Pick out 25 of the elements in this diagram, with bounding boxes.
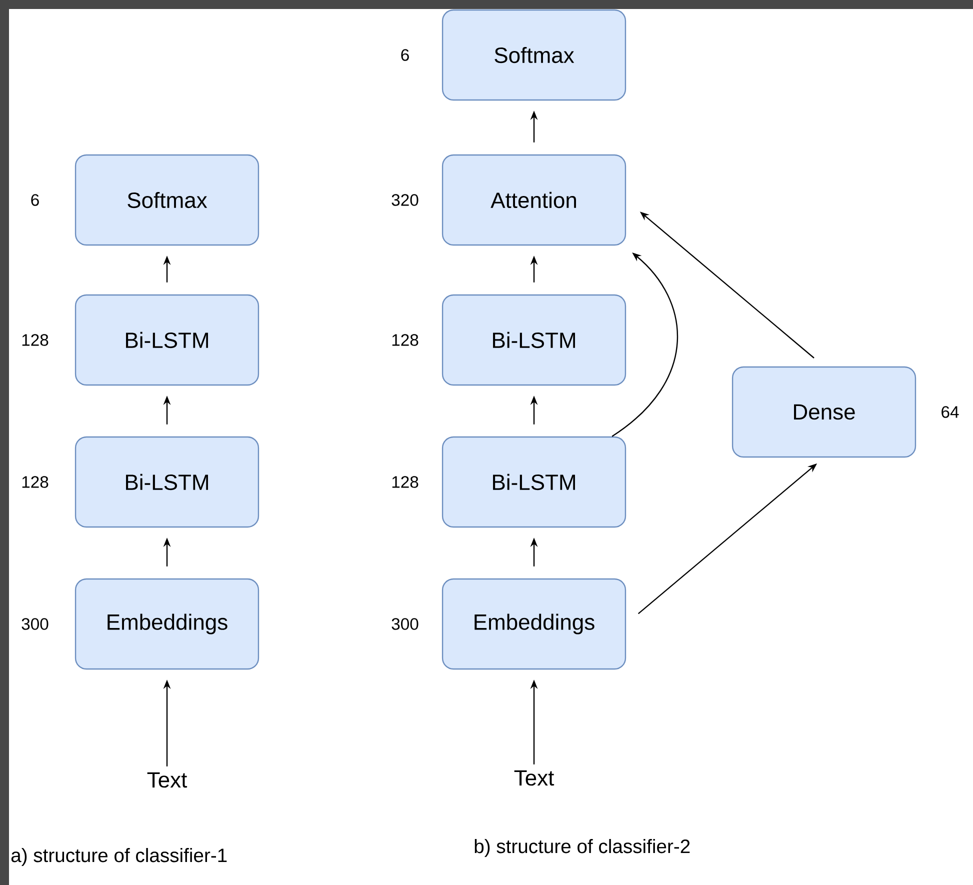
arrow	[612, 252, 678, 437]
size-label: 300	[22, 618, 48, 630]
size-label: 128	[22, 334, 48, 346]
process-box: Softmax	[74, 154, 260, 246]
process-box: Attention	[442, 154, 626, 246]
size-label: 300	[392, 618, 418, 630]
process-box: Bi-LSTM	[442, 436, 626, 528]
process-box: Dense	[732, 366, 916, 458]
size-label: 6	[401, 49, 409, 61]
size-label: 6	[31, 194, 39, 206]
size-label: 128	[392, 476, 418, 488]
panel-caption: b) structure of classifier-2	[474, 839, 690, 858]
process-box: Bi-LSTM	[74, 294, 260, 386]
size-label: 64	[942, 406, 959, 418]
input-label: Text	[147, 772, 188, 788]
size-label: 128	[392, 334, 418, 346]
process-box: Bi-LSTM	[442, 294, 626, 386]
panel-caption: a) structure of classifier-1	[11, 848, 227, 866]
process-box: Embeddings	[442, 578, 626, 670]
process-box: Softmax	[442, 9, 626, 101]
process-box: Embeddings	[74, 578, 260, 670]
size-label: 128	[22, 476, 48, 488]
input-label: Text	[514, 770, 554, 786]
size-label: 320	[392, 194, 418, 206]
process-box: Bi-LSTM	[74, 436, 260, 528]
